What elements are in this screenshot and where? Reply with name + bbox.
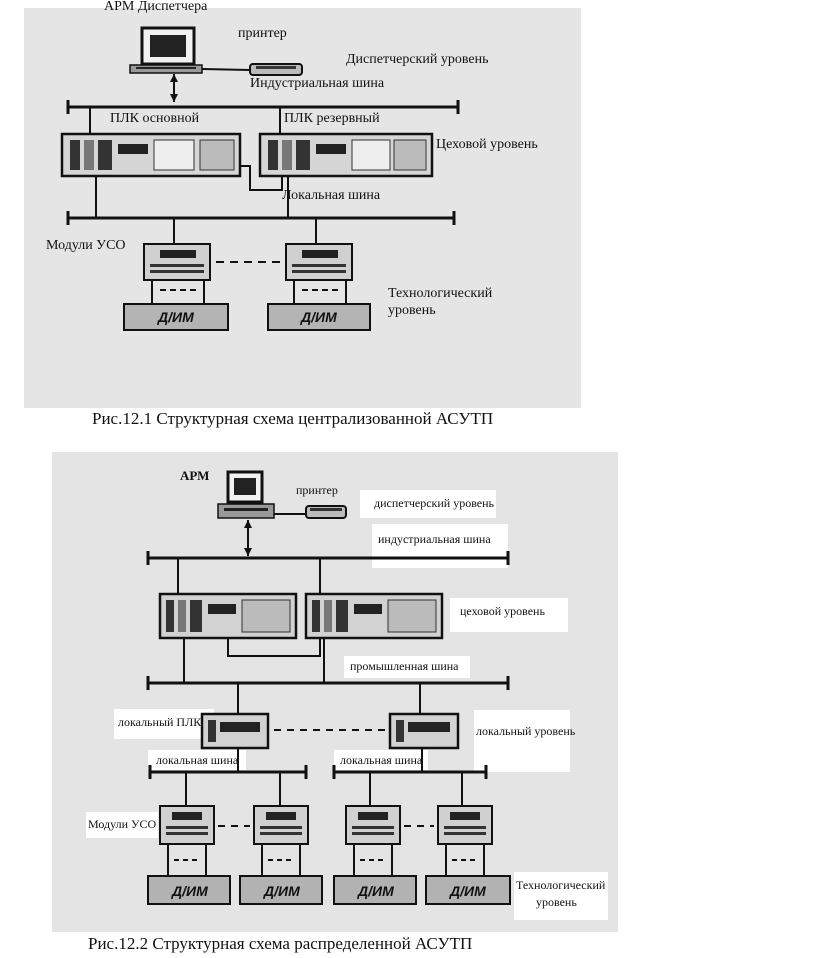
workstation-icon bbox=[129, 26, 203, 74]
label-plc-main: ПЛК основной bbox=[110, 111, 200, 126]
io-module-4 bbox=[437, 805, 493, 845]
label-printer: принтер bbox=[296, 483, 338, 497]
label-plc-reserve: ПЛК резервный bbox=[284, 111, 380, 126]
label-dispatch-level: Диспетчерский уровень bbox=[346, 52, 489, 67]
label-local-bus-left: локальная шина bbox=[156, 753, 239, 767]
sensor-block-1 bbox=[123, 303, 229, 331]
plc-device-2 bbox=[304, 592, 444, 640]
figure2-panel: АРМ принтер диспетчерский уровень индуст… bbox=[52, 452, 618, 932]
plc-reserve-device bbox=[258, 132, 434, 178]
plc-device-1 bbox=[158, 592, 298, 640]
label-shop-level: Цеховой уровень bbox=[436, 137, 538, 152]
label-local-bus: Локальная шина bbox=[282, 188, 381, 203]
plc-sync-link bbox=[240, 165, 283, 191]
sensor-block-3 bbox=[333, 875, 417, 905]
label-dispatch-level: диспетчерский уровень bbox=[374, 496, 495, 510]
io-module-2 bbox=[253, 805, 309, 845]
sensor-block-1 bbox=[147, 875, 231, 905]
printer-icon bbox=[305, 505, 347, 519]
figure1-panel: АРМ Диспетчера принтер Диспетчерский уро… bbox=[24, 0, 581, 408]
sensor-label-2: Д/ИМ bbox=[301, 309, 337, 325]
sensor-label-1: Д/ИМ bbox=[158, 309, 194, 325]
label-tech-level-1: Технологический bbox=[388, 286, 493, 301]
sensor-block-2 bbox=[239, 875, 323, 905]
figure2-diagram bbox=[146, 470, 511, 905]
label-industrial-bus: индустриальная шина bbox=[378, 532, 491, 546]
label-tech-level-1: Технологический bbox=[516, 878, 606, 892]
plc-main-device bbox=[60, 132, 242, 178]
figure2-caption: Рис.12.2 Структурная схема распределенно… bbox=[88, 934, 473, 953]
label-io-modules: Модули УСО bbox=[46, 238, 126, 253]
label-arm: АРМ bbox=[180, 468, 210, 483]
io-module-2 bbox=[285, 243, 353, 281]
figure1-diagram bbox=[60, 26, 460, 331]
label-industrial-bus: Индустриальная шина bbox=[250, 76, 385, 91]
local-plc-1 bbox=[200, 712, 270, 750]
label-local-level: локальный уровень bbox=[476, 724, 576, 738]
label-local-plc: локальный ПЛК bbox=[118, 715, 202, 729]
label-printer: принтер bbox=[238, 26, 287, 41]
label-shop-level: цеховой уровень bbox=[460, 604, 545, 618]
io-module-1 bbox=[159, 805, 215, 845]
sensor-block-4 bbox=[425, 875, 511, 905]
io-module-3 bbox=[345, 805, 401, 845]
sensor-block-2 bbox=[267, 303, 371, 331]
printer-link bbox=[201, 68, 251, 71]
sensor-label-3: Д/ИМ bbox=[358, 883, 394, 899]
sensor-label-2: Д/ИМ bbox=[264, 883, 300, 899]
local-plc-2 bbox=[388, 712, 460, 750]
label-io-modules: Модули УСО bbox=[88, 817, 157, 831]
printer-icon bbox=[249, 63, 303, 76]
sensor-label-1: Д/ИМ bbox=[172, 883, 208, 899]
sensor-label-4: Д/ИМ bbox=[450, 883, 486, 899]
io-module-1 bbox=[143, 243, 211, 281]
workstation-icon bbox=[217, 470, 275, 519]
label-tech-level-2: уровень bbox=[536, 895, 577, 909]
figure1-caption: Рис.12.1 Структурная схема централизован… bbox=[92, 409, 494, 428]
label-tech-level-2: уровень bbox=[388, 303, 436, 318]
label-industrial-bus2: промышленная шина bbox=[350, 659, 459, 673]
label-arm: АРМ Диспетчера bbox=[104, 0, 208, 14]
label-local-bus-right: локальная шина bbox=[340, 753, 423, 767]
